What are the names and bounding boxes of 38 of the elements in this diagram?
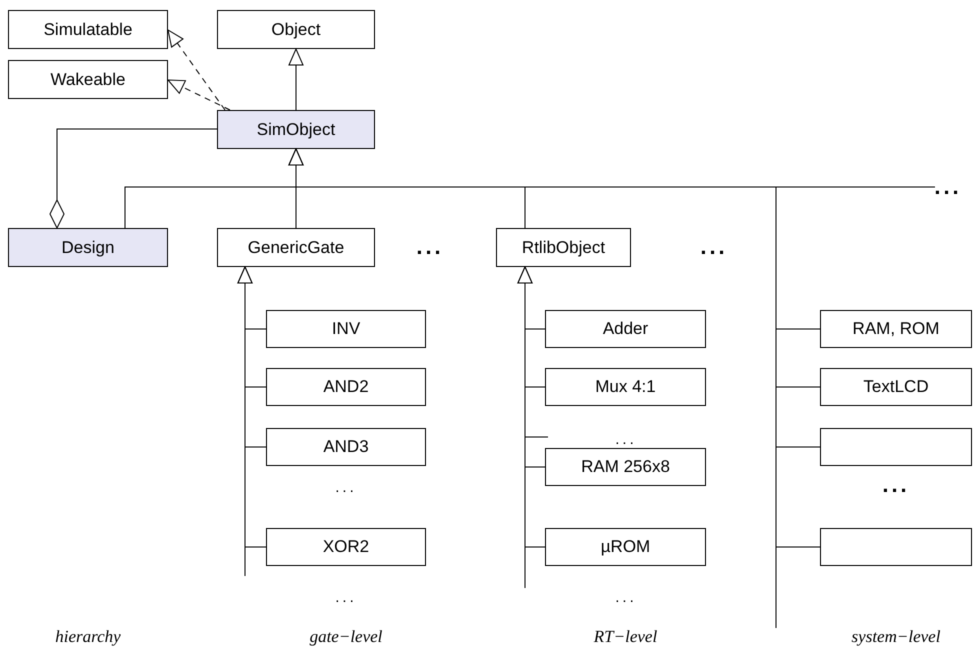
- class-box: Adder: [545, 310, 706, 348]
- class-box: Object: [217, 10, 375, 49]
- class-box: AND3: [266, 428, 426, 466]
- class-box: GenericGate: [217, 228, 375, 267]
- ellipsis: ...: [614, 432, 638, 447]
- class-box: Mux 4:1: [545, 368, 706, 406]
- empty-class-box: [820, 428, 972, 466]
- inheritance-arrow: [168, 80, 230, 110]
- empty-class-box: [820, 528, 972, 566]
- class-box: RtlibObject: [496, 228, 631, 267]
- column-caption: hierarchy: [54, 626, 122, 648]
- class-box: Wakeable: [8, 60, 168, 99]
- class-box: AND2: [266, 368, 426, 406]
- class-box: SimObject: [217, 110, 375, 149]
- inheritance-arrow: [518, 266, 546, 548]
- ellipsis: ...: [415, 236, 445, 258]
- ellipsis: ...: [334, 590, 358, 605]
- ellipsis: ...: [334, 480, 358, 495]
- class-box: µROM: [545, 528, 706, 566]
- inheritance-arrow: [238, 266, 266, 548]
- inheritance-arrow: [288, 148, 820, 548]
- ellipsis: ...: [933, 176, 963, 198]
- class-box: RAM 256x8: [545, 448, 706, 486]
- ellipsis: ...: [699, 236, 729, 258]
- class-box: RAM, ROM: [820, 310, 972, 348]
- column-caption: RT−level: [592, 626, 658, 648]
- class-box: Design: [8, 228, 168, 267]
- class-box: Simulatable: [8, 10, 168, 49]
- column-caption: gate−level: [308, 626, 384, 648]
- ellipsis: ...: [614, 590, 638, 605]
- class-box: TextLCD: [820, 368, 972, 406]
- class-box: XOR2: [266, 528, 426, 566]
- aggregation-line: [50, 128, 218, 228]
- class-box: INV: [266, 310, 426, 348]
- ellipsis: ...: [881, 474, 911, 496]
- column-caption: system−level: [850, 626, 942, 648]
- inheritance-arrow: [288, 48, 304, 110]
- inheritance-arrow: [168, 30, 226, 110]
